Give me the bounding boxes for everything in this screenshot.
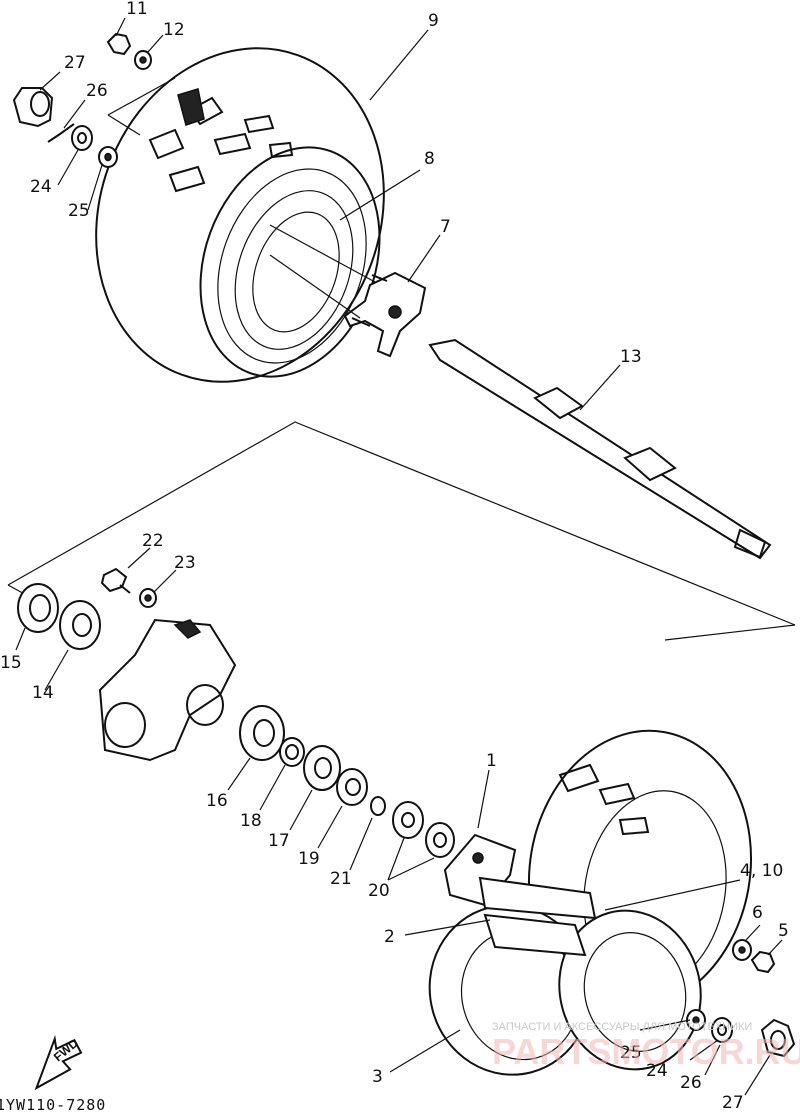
seal-19 — [336, 768, 368, 806]
nut-24-upper — [71, 125, 93, 151]
leader-lines — [15, 17, 783, 1096]
label-17: 17 — [268, 831, 290, 851]
label-26-lower: 26 — [680, 1073, 702, 1093]
nut-24-lower — [711, 1017, 733, 1043]
bearing-17 — [303, 745, 341, 791]
label-2: 2 — [384, 927, 395, 947]
label-18: 18 — [240, 811, 262, 831]
nut-20-b — [425, 822, 455, 858]
label-16: 16 — [206, 791, 228, 811]
washer-6 — [732, 939, 752, 961]
fwd-arrow: FWD — [34, 1034, 83, 1091]
label-1: 1 — [486, 751, 497, 771]
label-7: 7 — [440, 217, 451, 237]
label-19: 19 — [298, 849, 320, 869]
label-21: 21 — [330, 869, 352, 889]
upper-wheel-tire — [95, 47, 385, 383]
label-26-upper: 26 — [86, 81, 108, 101]
label-3: 3 — [372, 1067, 383, 1087]
label-23: 23 — [174, 553, 196, 573]
axle-housing — [98, 618, 237, 762]
bolt-22 — [100, 567, 131, 594]
label-6: 6 — [752, 903, 763, 923]
label-11: 11 — [126, 0, 148, 19]
nut-27-lower — [760, 1018, 796, 1058]
washer-12 — [134, 50, 152, 70]
nut-27-upper — [12, 87, 54, 128]
label-20: 20 — [368, 881, 390, 901]
label-27-upper: 27 — [64, 53, 86, 73]
label-12: 12 — [163, 20, 185, 40]
nut-5 — [750, 950, 776, 974]
label-8: 8 — [424, 149, 435, 169]
collar-18 — [279, 737, 305, 767]
watermark-brand: PARTSMOTOR.RU — [492, 1031, 800, 1072]
label-4-10: 4, 10 — [740, 861, 783, 881]
label-25-lower: 25 — [620, 1043, 642, 1063]
label-22: 22 — [142, 531, 164, 551]
label-25-upper: 25 — [68, 201, 90, 221]
label-24-lower: 24 — [646, 1061, 668, 1081]
nut-20-a — [392, 801, 424, 839]
label-5: 5 — [778, 921, 789, 941]
oil-seal-15 — [17, 583, 59, 633]
lower-wheel-hub — [443, 833, 597, 957]
bearing-16 — [239, 705, 285, 761]
nut-11 — [106, 32, 132, 56]
washer-23 — [139, 588, 157, 608]
cotter-pin-26-upper — [47, 123, 75, 143]
label-24-upper: 24 — [30, 177, 52, 197]
label-14: 14 — [32, 683, 54, 703]
label-9: 9 — [428, 11, 439, 31]
label-15: 15 — [0, 653, 22, 673]
rear-axle — [428, 338, 772, 560]
upper-wheel-hub — [343, 271, 427, 358]
label-13: 13 — [620, 347, 642, 367]
diagram-code: 1YW110-7280 — [0, 1096, 106, 1112]
bearing-14 — [59, 600, 101, 650]
label-27-lower: 27 — [722, 1093, 744, 1112]
watermark-tagline: ЗАПЧАСТИ И АКСЕССУАРЫ ДЛЯ МОТОТЕХНИКИ — [492, 1021, 752, 1033]
washer-25-upper — [98, 146, 118, 168]
o-ring-21 — [370, 796, 386, 816]
